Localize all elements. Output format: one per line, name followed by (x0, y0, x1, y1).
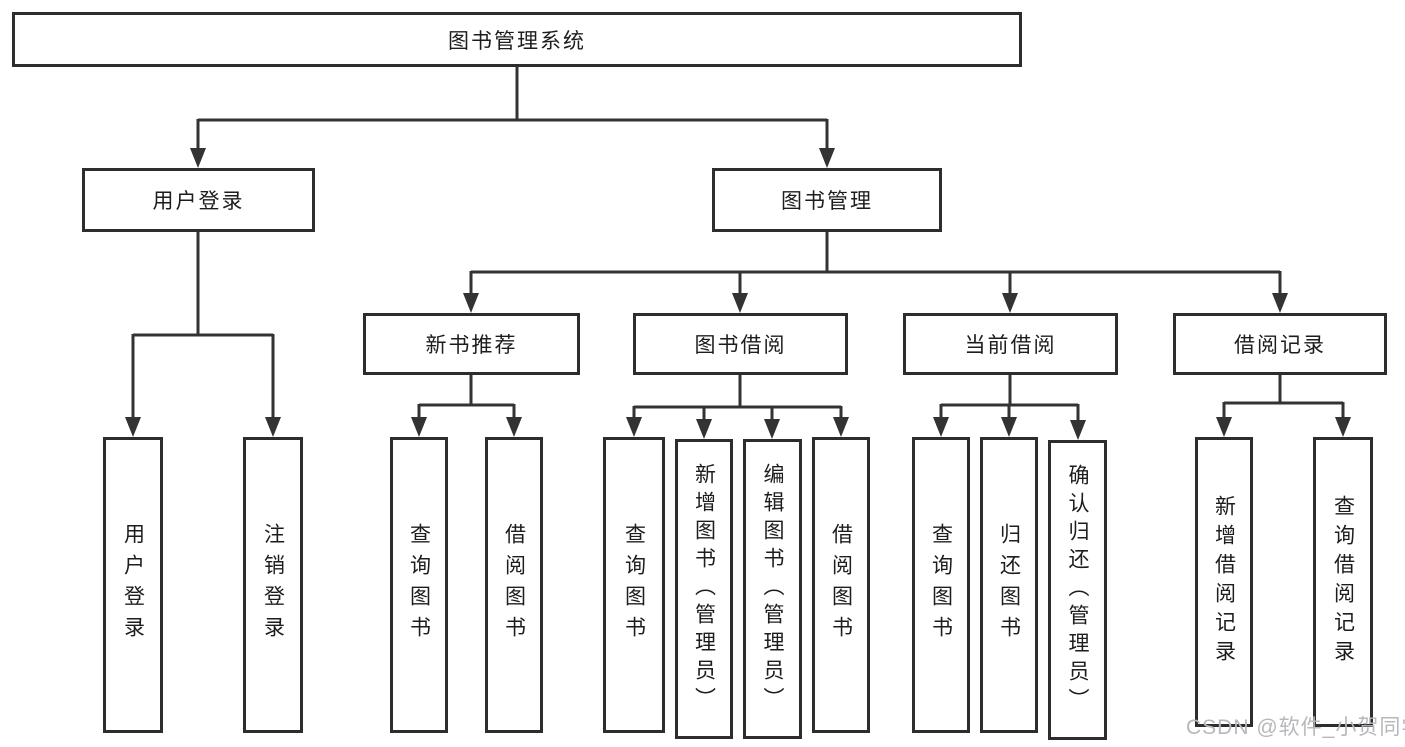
leaf-confirm-return-admin: 确认归还（管理员） (1048, 440, 1107, 740)
node-user-login: 用户登录 (82, 168, 315, 232)
leaf-return-book: 归还图书 (980, 437, 1038, 733)
node-book-borrow: 图书借阅 (633, 313, 848, 375)
leaf-recommend-query-book: 查询图书 (390, 437, 448, 733)
node-borrow-records: 借阅记录 (1173, 313, 1387, 375)
leaf-user-login: 用户登录 (103, 437, 163, 733)
leaf-recommend-borrow-book: 借阅图书 (485, 437, 543, 733)
node-current-borrow: 当前借阅 (903, 313, 1118, 375)
leaf-add-book-admin: 新增图书（管理员） (675, 439, 733, 739)
connector-lines (131, 67, 1345, 422)
leaf-logout: 注销登录 (243, 437, 303, 733)
csdn-watermark: CSDN @软件_小贺同学 (1186, 716, 1405, 739)
arrowheads (125, 148, 1351, 440)
leaf-borrow-book: 借阅图书 (812, 437, 870, 733)
leaf-borrow-query-book: 查询图书 (603, 437, 665, 733)
leaf-current-query-book: 查询图书 (912, 437, 970, 733)
leaf-edit-book-admin: 编辑图书（管理员） (743, 439, 802, 739)
leaf-add-borrow-record: 新增借阅记录 (1195, 437, 1253, 727)
leaf-query-borrow-record: 查询借阅记录 (1313, 437, 1373, 727)
node-new-book-recommend: 新书推荐 (363, 313, 580, 375)
node-root-system: 图书管理系统 (12, 12, 1022, 67)
node-book-management: 图书管理 (712, 168, 942, 232)
